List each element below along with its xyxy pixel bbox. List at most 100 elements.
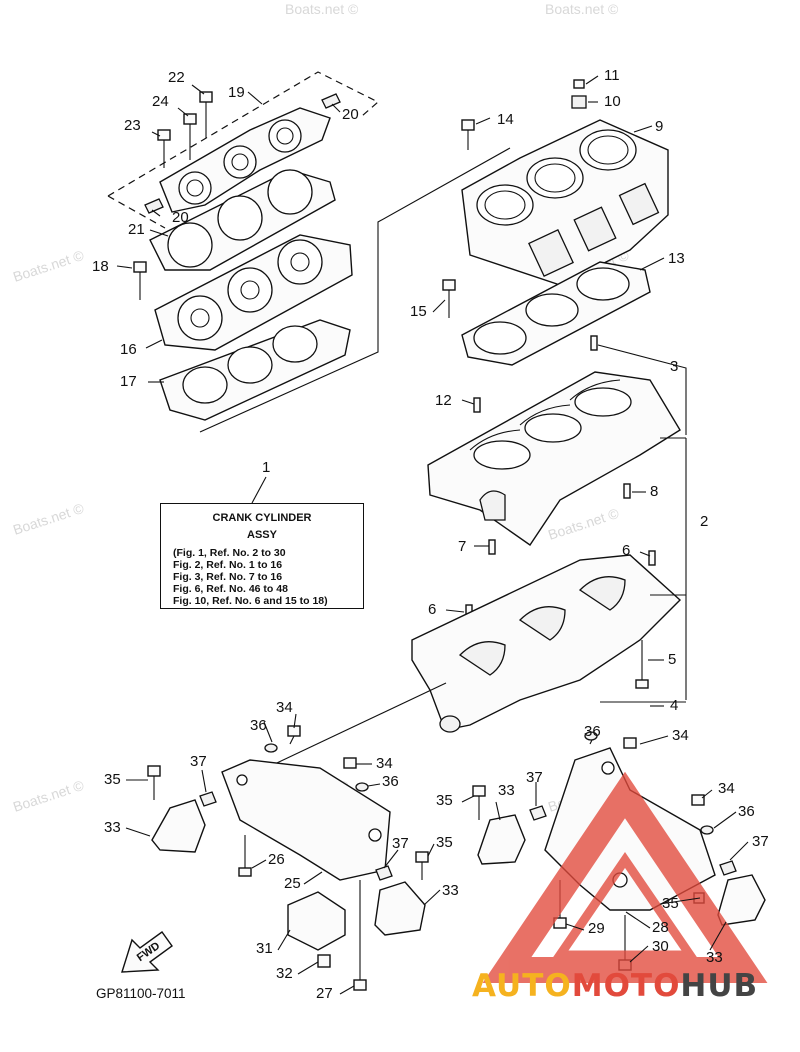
callout-20b: 20 (172, 209, 189, 226)
engine-mounts-group (147, 725, 766, 991)
pin-8 (623, 483, 631, 499)
info-box-line: Fig. 6, Ref. No. 46 to 48 (173, 583, 288, 595)
info-box-title: CRANK CYLINDER (212, 512, 312, 524)
callout-7: 7 (458, 538, 466, 555)
callout-36d: 36 (738, 803, 755, 820)
clip-10 (571, 95, 587, 109)
callout-9: 9 (655, 118, 663, 135)
callout-34d: 34 (718, 780, 735, 797)
callout-19: 19 (228, 84, 245, 101)
pin-7 (488, 539, 496, 555)
rubber-mount-33-right (717, 874, 766, 926)
callout-35a: 35 (104, 771, 121, 788)
callout-numbers: 1 2 3 4 5 6 6 7 8 9 10 11 12 13 14 15 16… (92, 67, 769, 1002)
callout-2: 2 (700, 513, 708, 530)
assembly-info-box: CRANK CYLINDER ASSY (Fig. 1, Ref. No. 2 … (160, 503, 364, 609)
info-box-subtitle: ASSY (247, 529, 277, 541)
callout-27: 27 (316, 985, 333, 1002)
rubber-mount-33-center (374, 881, 426, 936)
callout-6a: 6 (622, 542, 630, 559)
callout-31: 31 (256, 940, 273, 957)
fwd-arrow (121, 931, 173, 973)
info-box-line: Fig. 2, Ref. No. 1 to 16 (173, 559, 283, 571)
callout-5: 5 (668, 651, 676, 668)
watermark-text: Boats.net © (546, 505, 621, 543)
callout-37a: 37 (190, 753, 207, 770)
cylinder-head-group (107, 71, 511, 433)
callout-29: 29 (588, 920, 605, 937)
callout-24: 24 (152, 93, 169, 110)
crankcase-lower-4 (411, 554, 682, 731)
info-box-line: Fig. 3, Ref. No. 7 to 16 (173, 571, 283, 583)
callout-11: 11 (604, 67, 620, 84)
diagram-code: GP81100-7011 (96, 986, 186, 1001)
watermark-text: Boats.net © (285, 1, 359, 17)
leader-head-to-cylinder (199, 147, 511, 433)
callout-35b: 35 (436, 834, 453, 851)
bolt-18 (133, 261, 147, 273)
callout-15: 15 (410, 303, 427, 320)
brand-part-moto: MOTO (571, 968, 681, 1004)
watermark-text: Boats.net © (11, 777, 86, 815)
callout-23: 23 (124, 117, 141, 134)
callout-18: 18 (92, 258, 109, 275)
callout-20a: 20 (342, 106, 359, 123)
cylinder-block-group (442, 79, 669, 366)
callout-leaders (116, 75, 749, 995)
leader-crankcase-mount (261, 682, 447, 771)
callout-30: 30 (652, 938, 669, 955)
callout-37d: 37 (752, 833, 769, 850)
watermark-text: Boats.net © (11, 500, 86, 538)
hose-20-bottom (144, 198, 164, 214)
bracket-3 (597, 344, 687, 435)
bolt-14 (461, 119, 475, 131)
callout-6b: 6 (428, 601, 436, 618)
callout-12: 12 (435, 392, 452, 409)
screw-11 (573, 79, 585, 89)
callout-14: 14 (497, 111, 514, 128)
pin-12 (473, 397, 481, 413)
damper-31 (287, 891, 346, 951)
callout-13: 13 (668, 250, 685, 267)
callout-34b: 34 (376, 755, 393, 772)
callout-33a: 33 (104, 819, 121, 836)
callout-35c: 35 (436, 792, 453, 809)
info-box-line: (Fig. 1, Ref. No. 2 to 30 (173, 547, 286, 559)
callout-4: 4 (670, 697, 678, 714)
rubber-mount-33-left (151, 799, 206, 853)
watermark-text: Boats.net © (545, 1, 619, 17)
dashed-frame-left (107, 195, 166, 229)
callout-1: 1 (262, 459, 270, 476)
callout-32: 32 (276, 965, 293, 982)
callout-37b: 37 (392, 835, 409, 852)
callout-35d: 35 (662, 895, 679, 912)
pin-6-right (648, 550, 656, 566)
callout-16: 16 (120, 341, 137, 358)
dashed-frame-top (107, 71, 380, 197)
stud-upper (590, 335, 598, 351)
callout-8: 8 (650, 483, 658, 500)
rubber-mount-33-mid (477, 814, 526, 865)
callout-22: 22 (168, 69, 185, 86)
crankcase-group (261, 335, 687, 771)
callout-34c: 34 (672, 727, 689, 744)
brand-logo-triangle (482, 771, 768, 983)
brand-part-auto: AUTO (472, 968, 572, 1004)
callout-10: 10 (604, 93, 621, 110)
brand-part-hub: HUB (680, 968, 759, 1004)
callout-28: 28 (652, 919, 669, 936)
callout-33d: 33 (706, 949, 723, 966)
brand-wordmark: AUTOMOTOHUB (472, 968, 758, 1004)
callout-33b: 33 (442, 882, 459, 899)
watermark-text: Boats.net © (11, 247, 86, 285)
callout-21: 21 (128, 221, 145, 238)
crankcase-upper-3 (427, 371, 681, 546)
callout-36b: 36 (382, 773, 399, 790)
callout-36c: 36 (584, 723, 601, 740)
callout-3: 3 (670, 358, 678, 375)
info-box-line: Fig. 10, Ref. No. 6 and 15 to 18) (173, 595, 328, 607)
nut-32 (317, 954, 331, 968)
callout-17: 17 (120, 373, 137, 390)
callout-36a: 36 (250, 717, 267, 734)
